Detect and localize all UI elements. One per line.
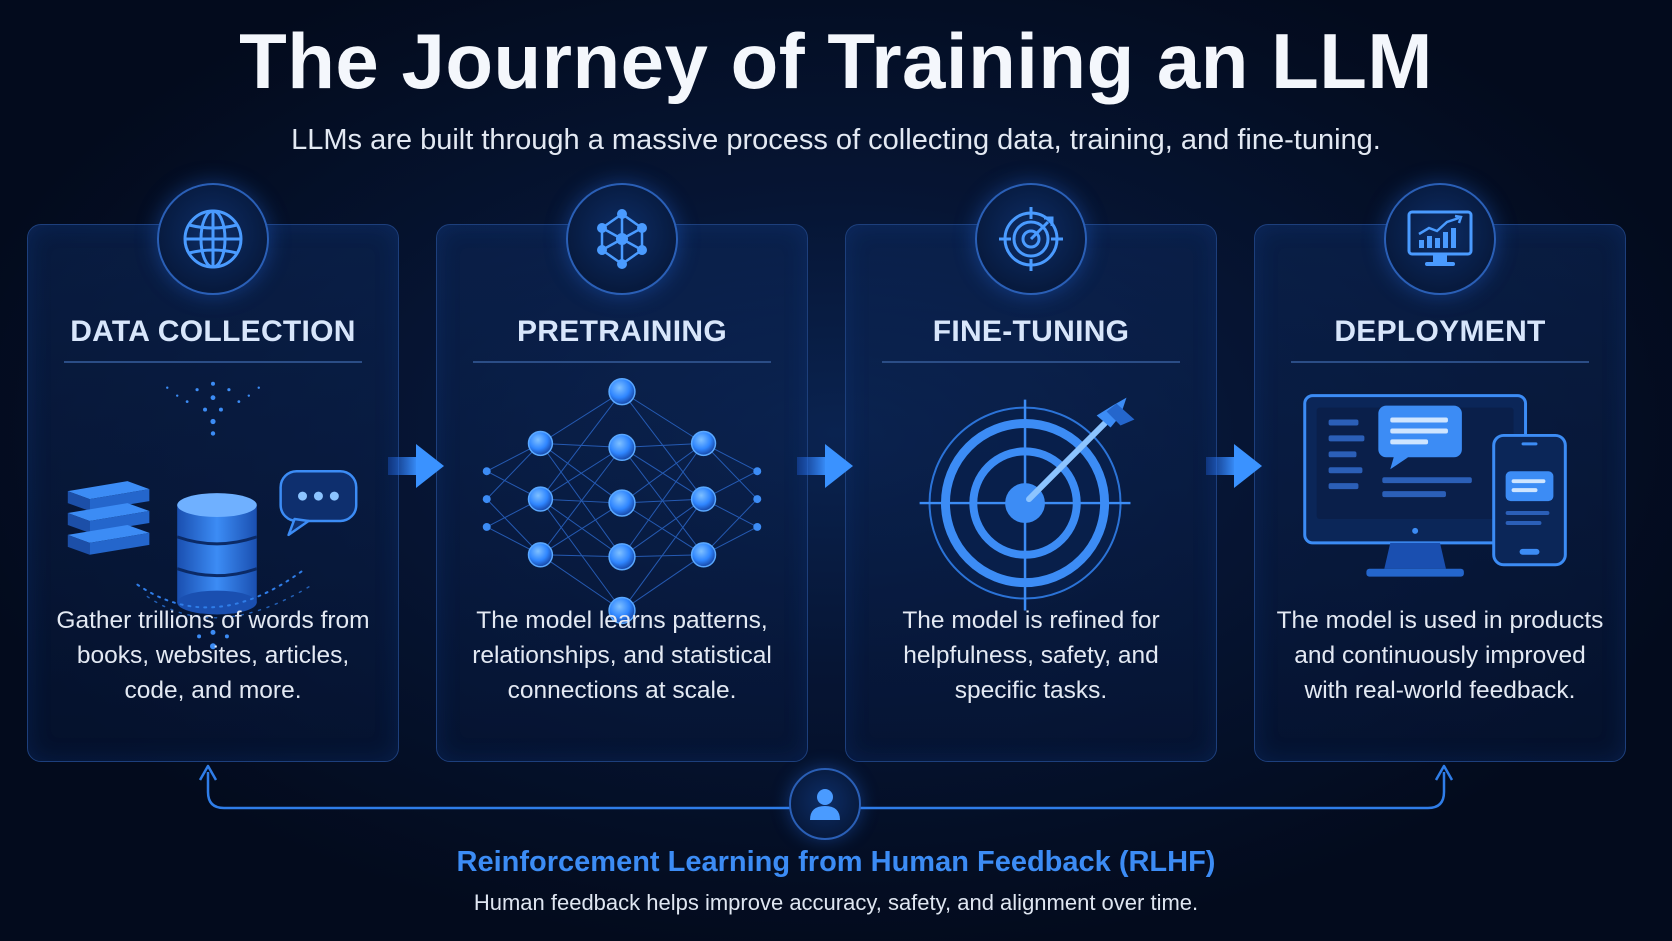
stage-description: The model is used in products and contin… (1276, 607, 1604, 704)
stage-card-data-collection: DATA COLLECTION (27, 224, 399, 762)
stage-title: DEPLOYMENT (1334, 315, 1546, 348)
arrow-icon (1026, 397, 1135, 503)
page-title: The Journey of Training an LLM (239, 17, 1433, 105)
database-icon (176, 493, 258, 615)
neural-network-illustration (482, 377, 762, 625)
devices-illustration (1303, 394, 1567, 577)
stage-title: DATA COLLECTION (70, 315, 356, 348)
stage-title: PRETRAINING (517, 315, 727, 348)
globe-icon (157, 183, 269, 295)
chat-bubble-icon (279, 469, 358, 537)
target-illustration (919, 397, 1135, 611)
data-sources-illustration (67, 381, 358, 650)
books-icon (67, 481, 150, 555)
divider (1291, 361, 1589, 363)
page-subtitle: LLMs are built through a massive process… (291, 124, 1381, 156)
network-icon (566, 183, 678, 295)
phone-icon (1492, 433, 1567, 567)
stage-description: The model is refined for helpfulness, sa… (902, 607, 1160, 704)
stage-title: FINE-TUNING (932, 315, 1130, 348)
person-icon (789, 768, 861, 840)
monitor-chart-icon (1384, 183, 1496, 295)
flow-arrow-icon (388, 444, 444, 488)
flow-arrow-icon (1206, 444, 1262, 488)
stage-card-fine-tuning: FINE-TUNING The model is refined for hel… (845, 224, 1217, 762)
stage-description: Gather trillions of words from books, we… (56, 607, 370, 704)
target-icon (975, 183, 1087, 295)
flow-arrow-icon (797, 444, 853, 488)
divider (473, 361, 771, 363)
rlhf-title: Reinforcement Learning from Human Feedba… (456, 846, 1216, 878)
stage-card-pretraining: PRETRAINING The m (436, 224, 808, 762)
divider (882, 361, 1180, 363)
rlhf-description: Human feedback helps improve accuracy, s… (473, 890, 1199, 915)
stage-card-deployment: DEPLOYMENT (1254, 224, 1626, 762)
divider (64, 361, 362, 363)
stage-description: The model learns patterns, relationships… (472, 607, 772, 704)
monitor-icon (1303, 394, 1528, 577)
